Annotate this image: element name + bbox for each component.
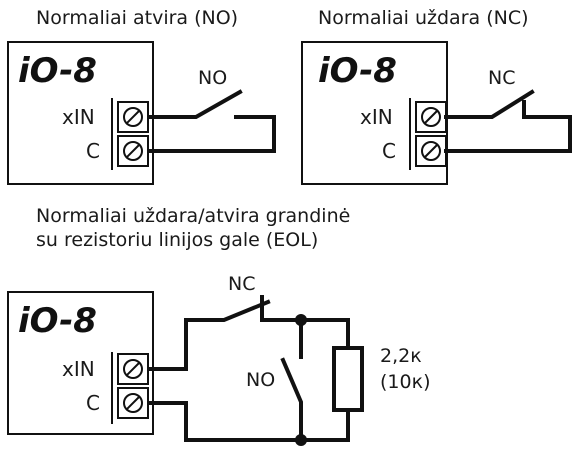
resistor-value: 2,2к (380, 345, 422, 367)
panel-nc-title: Normaliai uždara (NC) (318, 7, 529, 29)
wire-bottom-rail (148, 401, 350, 442)
switch-label-no: NO (246, 369, 275, 391)
panel-eol-title-line1: Normaliai uždara/atvira grandinė (36, 205, 350, 227)
device-name: iO-8 (18, 51, 97, 91)
screw-terminal-icon (117, 353, 149, 385)
screw-terminal-icon (415, 101, 447, 133)
switch-open-icon (280, 357, 303, 442)
resistor-value-alt: (10к) (380, 371, 430, 393)
panel-normally-open: Normaliai atvira (NO) iO-8 xIN C NO (7, 7, 276, 185)
panel-no-title: Normaliai atvira (NO) (36, 7, 238, 29)
panel-normally-closed: Normaliai uždara (NC) iO-8 xIN C NC (301, 7, 572, 185)
terminal-label-c: C (382, 139, 396, 163)
terminal-label-xin: xIN (360, 105, 393, 129)
switch-closed-icon (444, 89, 535, 119)
switch-open-icon (148, 89, 243, 119)
switch-label-nc: NC (488, 67, 515, 89)
screw-terminal-icon (117, 387, 149, 419)
device-name: iO-8 (318, 51, 397, 91)
screw-terminal-icon (117, 101, 149, 133)
wire-return (444, 100, 572, 153)
terminal-label-c: C (86, 391, 100, 415)
terminal-label-xin: xIN (62, 357, 95, 381)
screw-terminal-icon (415, 135, 447, 167)
terminal-label-xin: xIN (62, 105, 95, 129)
device-name: iO-8 (18, 301, 97, 341)
junction-dot-icon (295, 434, 307, 446)
resistor-icon (332, 346, 364, 412)
switch-label-nc: NC (228, 273, 255, 295)
junction-dot-icon (295, 314, 307, 326)
switch-label-no: NO (198, 67, 227, 89)
switch-closed-icon (148, 299, 271, 371)
screw-terminal-icon (117, 135, 149, 167)
terminal-label-c: C (86, 139, 100, 163)
panel-eol-title-line2: su rezistoriu linijos gale (EOL) (36, 229, 318, 251)
wire-return (148, 115, 276, 153)
panel-end-of-line: Normaliai uždara/atvira grandinė su rezi… (7, 205, 430, 446)
